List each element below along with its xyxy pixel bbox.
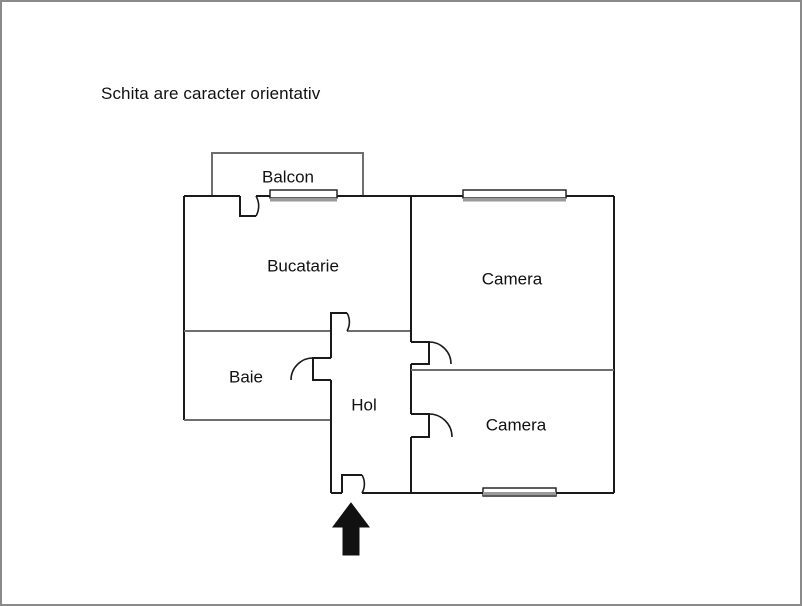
room-label-camera-2: Camera (486, 415, 547, 434)
door-camera-1-jamb (411, 341, 430, 365)
entry-arrow-shape (332, 502, 370, 556)
door-balcon (239, 195, 260, 217)
window-balcon-bar (270, 198, 337, 202)
window-camera-1 (462, 189, 567, 202)
door-entrance-jamb (341, 474, 362, 493)
window-balcon (269, 189, 338, 202)
window-balcon-frame (269, 189, 338, 199)
page-title: Schita are caracter orientativ (101, 84, 321, 103)
room-label-bucatarie: Bucatarie (267, 256, 339, 275)
door-baie-arc (290, 357, 314, 381)
door-camera-2-arc (428, 413, 453, 438)
room-label-balcon: Balcon (262, 167, 314, 186)
door-camera-2-jamb (411, 413, 430, 438)
window-camera-1-frame (462, 189, 567, 199)
door-bucatarie-jamb (330, 312, 347, 331)
door-baie-jamb (312, 357, 331, 381)
room-label-baie: Baie (229, 367, 263, 386)
interior-walls (184, 196, 614, 493)
door-bucatarie-arc (346, 312, 351, 332)
door-balcon-arc (255, 195, 260, 217)
room-label-hol: Hol (351, 395, 377, 414)
door-entrance-arc (361, 474, 366, 494)
door-entrance (341, 474, 366, 494)
door-baie (290, 357, 331, 381)
door-balcon-jamb (239, 196, 256, 217)
window-camera-2-bar (483, 492, 556, 496)
balcon-walls (211, 152, 364, 196)
door-bucatarie (330, 312, 351, 332)
window-camera-2 (482, 487, 557, 497)
window-camera-1-bar (463, 198, 566, 202)
room-balcon (211, 152, 364, 196)
door-camera-1 (411, 341, 452, 365)
outer-walls (183, 195, 615, 494)
door-camera-2 (411, 413, 453, 438)
door-camera-1-arc (428, 341, 452, 365)
room-label-camera-1: Camera (482, 269, 543, 288)
entry-arrow (332, 502, 370, 556)
